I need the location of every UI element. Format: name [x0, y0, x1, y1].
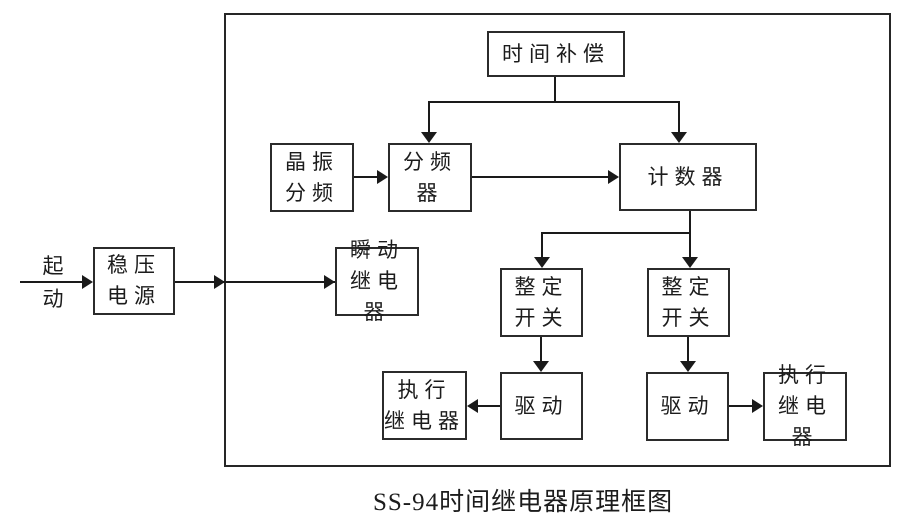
arrowhead-counter-to-switch-left [534, 257, 550, 268]
start-label: 起 动 [42, 254, 64, 311]
node-crystal-divider: 晶振 分频 [270, 143, 354, 212]
node-frequency-divider: 分频器 [388, 143, 472, 212]
connector-power-to-instant-relay-line [175, 281, 335, 283]
connector-switch-left-to-drive-line [540, 337, 542, 363]
connector-divider-to-counter-line [472, 176, 611, 178]
node-setting-switch-right: 整定 开关 [647, 268, 730, 337]
connector-drive-left-to-relay-line [474, 405, 500, 407]
connector-drive-right-to-relay-line [729, 405, 755, 407]
node-exec-relay-right: 执行 继电器 [763, 363, 847, 449]
arrowhead-drive-right-to-relay [752, 399, 763, 413]
diagram-caption: SS-94时间继电器原理框图 [373, 489, 674, 516]
arrowhead-switch-right-to-drive [680, 361, 696, 372]
connector-time-comp-left-drop [428, 101, 430, 134]
arrowhead-start-to-power [82, 275, 93, 289]
arrowhead-counter-to-switch-right [682, 257, 698, 268]
node-regulated-power: 稳压 电源 [93, 247, 175, 315]
connector-counter-stem [689, 211, 691, 234]
node-instant-relay: 瞬动 继电器 [335, 238, 419, 324]
arrowhead-drive-left-to-relay [467, 399, 478, 413]
node-drive-right: 驱动 [646, 372, 729, 441]
connector-counter-right-drop [689, 232, 691, 259]
arrowhead-power-at-border [214, 275, 225, 289]
arrowhead-switch-left-to-drive [533, 361, 549, 372]
arrowhead-divider-to-counter [608, 170, 619, 184]
arrowhead-time-comp-to-counter [671, 132, 687, 143]
node-counter: 计数器 [619, 143, 757, 211]
node-time-compensation: 时间补偿 [487, 31, 625, 77]
arrowhead-time-comp-to-divider [421, 132, 437, 143]
arrowhead-crystal-to-divider [377, 170, 388, 184]
connector-crystal-to-divider-line [354, 176, 380, 178]
connector-switch-right-to-drive-line [687, 337, 689, 363]
connector-time-comp-branch-line [428, 101, 680, 103]
node-drive-left: 驱动 [500, 372, 583, 440]
connector-counter-left-drop [541, 232, 543, 259]
arrowhead-power-to-instant-relay [324, 275, 335, 289]
connector-start-to-power-line [20, 281, 85, 283]
connector-time-comp-stem [554, 77, 556, 103]
node-exec-relay-left: 执行 继电器 [382, 371, 467, 440]
node-setting-switch-left: 整定 开关 [500, 268, 583, 337]
unit-enclosure-border [224, 13, 891, 467]
connector-counter-branch-line [541, 232, 691, 234]
connector-time-comp-right-drop [678, 101, 680, 134]
